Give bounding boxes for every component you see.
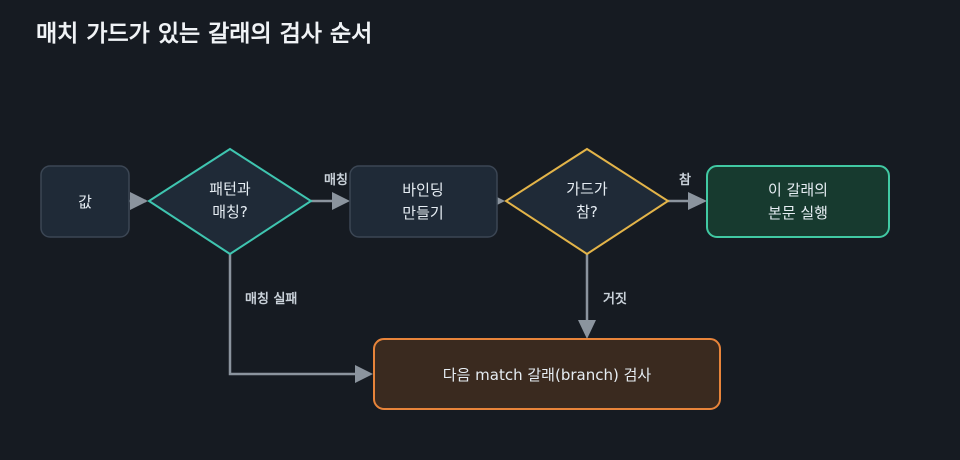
node-next-branch-label: 다음 match 갈래(branch) 검사	[443, 366, 652, 384]
arrowhead-pattern-to-binding	[332, 192, 350, 210]
node-make-binding-line-1: 바인딩	[402, 181, 443, 199]
node-next-branch: 다음 match 갈래(branch) 검사	[373, 338, 721, 410]
node-make-binding-line-2: 만들기	[402, 204, 443, 222]
decision-guard-true-line-2: 참?	[576, 203, 598, 221]
decision-guard-true-line-1: 가드가	[566, 180, 608, 198]
decision-pattern-match: 패턴과 매칭?	[147, 147, 313, 256]
decision-pattern-match-line-2: 매칭?	[212, 203, 248, 221]
arrowhead-pattern-to-next	[355, 365, 373, 383]
decision-pattern-match-line-1: 패턴과	[209, 180, 251, 198]
node-run-body-line-1: 이 갈래의	[768, 181, 828, 199]
node-run-body-line-2: 본문 실행	[768, 204, 828, 222]
node-value-label: 값	[78, 193, 92, 211]
edge-label-match: 매칭	[324, 172, 348, 188]
page-title: 매치 가드가 있는 갈래의 검사 순서	[36, 21, 373, 47]
arrowhead-guard-to-next	[578, 320, 596, 339]
edge-label-match-fail: 매칭 실패	[245, 291, 297, 307]
edge-pattern-to-next	[228, 254, 358, 376]
edges	[129, 192, 707, 383]
node-run-body: 이 갈래의 본문 실행	[706, 165, 890, 238]
arrowhead-value-to-pattern	[130, 192, 148, 210]
decision-guard-true: 가드가 참?	[504, 147, 670, 256]
node-value: 값	[40, 165, 130, 238]
edge-label-false: 거짓	[603, 291, 627, 307]
node-make-binding: 바인딩 만들기	[349, 165, 498, 238]
edge-label-true: 참	[679, 172, 691, 188]
arrowhead-guard-to-body	[688, 192, 707, 210]
